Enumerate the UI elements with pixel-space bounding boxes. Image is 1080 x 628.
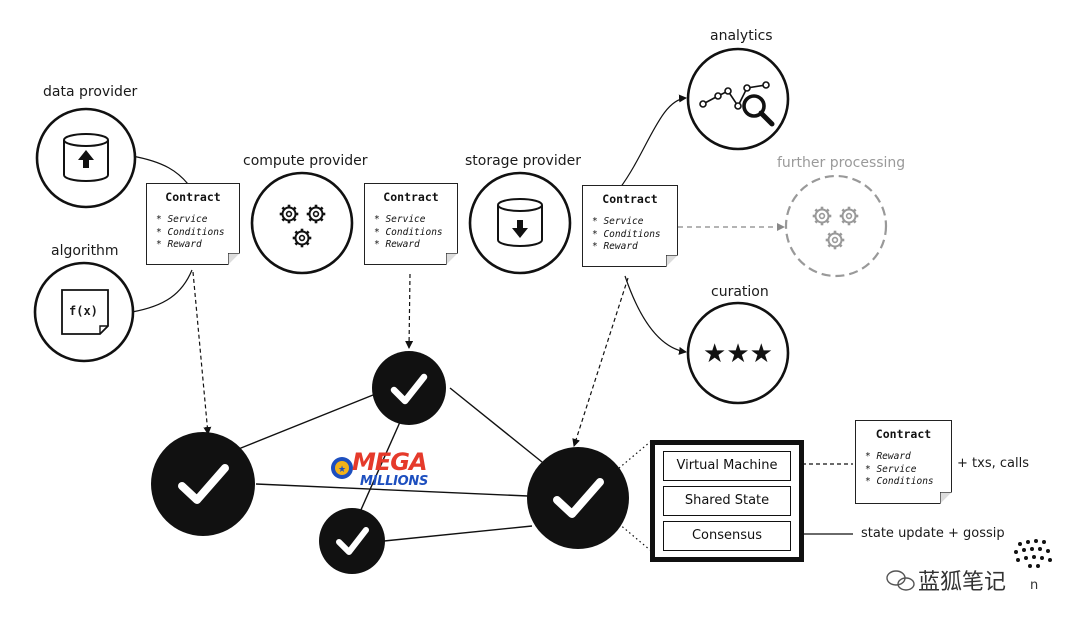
contract-title: Contract (383, 190, 439, 204)
edge-n2-n4 (449, 387, 543, 463)
function-document-icon (61, 289, 109, 335)
curation-label: curation (711, 284, 769, 300)
algorithm-node (33, 261, 135, 363)
page-fold-icon (228, 253, 240, 265)
mega-millions-logo: MEGA MILLIONS (330, 448, 442, 498)
connector-data-provider (131, 155, 189, 185)
page-fold-icon (940, 492, 952, 504)
curation-node: ★★★ (686, 301, 790, 405)
vm-stack: Virtual Machine Shared State Consensus (650, 440, 804, 562)
checkmark-icon (178, 464, 229, 504)
function-symbol: f(x) (69, 304, 98, 318)
storage-provider-label: storage provider (465, 153, 581, 169)
mega-millions-ball: ★ (331, 457, 353, 479)
analytics-node (686, 47, 790, 151)
algorithm-label: algorithm (51, 243, 119, 259)
contract-item: * Conditions (374, 226, 443, 238)
contract-item: * Service (865, 463, 917, 475)
connector-analytics (619, 94, 687, 189)
watermark-logo (1014, 539, 1052, 568)
contract-item: * Reward (374, 239, 420, 250)
logo-millions-text: MILLIONS (360, 474, 429, 489)
dash-contract1-node (192, 271, 212, 435)
contract-item: * Service (374, 214, 426, 225)
data-provider-label: data provider (43, 84, 138, 100)
download-cylinder-icon (497, 198, 543, 247)
txs-calls-label: + txs, calls (957, 456, 1029, 471)
edge-n2-n3 (359, 421, 401, 513)
page-fold-icon (666, 255, 678, 267)
chart-magnifier-icon (699, 81, 775, 127)
checkmark-icon (553, 478, 604, 518)
virtual-machine-layer: Virtual Machine (663, 451, 791, 481)
state-update-label: state update + gossip (861, 526, 1005, 541)
wechat-icon (886, 570, 915, 591)
dash-contract2-node (405, 273, 414, 349)
dash-contract3-node (572, 277, 629, 447)
contract-title: Contract (602, 192, 658, 206)
contract-item: * Reward (156, 239, 202, 250)
checkmark-icon (336, 527, 369, 555)
contract-item: * Reward (592, 241, 638, 252)
further-processing-node (784, 174, 888, 278)
contract-title: Contract (165, 190, 221, 204)
contract-card-4: Contract * Reward * Service * Conditions (855, 420, 952, 504)
page-fold-icon (446, 253, 458, 265)
compute-provider-node (250, 171, 354, 275)
edge-n1-n2 (235, 392, 379, 451)
svg-text:★: ★ (338, 465, 346, 475)
storage-provider-node (468, 171, 572, 275)
validator-node-top (372, 351, 446, 425)
network-edges (235, 387, 543, 542)
logo-mega-text: MEGA (352, 448, 428, 476)
further-processing-label: further processing (777, 155, 906, 171)
data-provider-node (35, 107, 137, 209)
contract-card-2: Contract * Service * Conditions * Reward (364, 183, 458, 265)
connector-algorithm (131, 269, 193, 313)
contract-item: * Conditions (156, 226, 225, 238)
contract-item: * Conditions (592, 228, 661, 240)
edge-n3-n4 (383, 525, 533, 542)
three-stars-icon: ★★★ (703, 339, 773, 369)
dot-node-vm-bottom (611, 517, 651, 551)
validator-node-bottom (319, 508, 385, 574)
watermark-text: 蓝狐笔记 (918, 570, 1007, 595)
edge-n1-n4 (255, 483, 529, 497)
validator-node-right (527, 447, 629, 549)
contract-item: * Service (592, 216, 644, 227)
compute-provider-label: compute provider (243, 153, 368, 169)
checkmark-icon (390, 373, 428, 405)
consensus-layer: Consensus (663, 521, 791, 551)
shared-state-layer: Shared State (663, 486, 791, 516)
contract-title: Contract (875, 427, 932, 441)
contract-item: * Service (156, 214, 208, 225)
contract-item: * Conditions (865, 476, 934, 487)
contract-card-1: Contract * Service * Conditions * Reward (146, 183, 240, 265)
validator-node-left (151, 432, 255, 536)
contract-card-3: Contract * Service * Conditions * Reward (582, 185, 678, 267)
watermark-suffix: n (1030, 578, 1039, 593)
upload-cylinder-icon (63, 133, 109, 182)
contract-item: * Reward (865, 451, 911, 462)
connector-curation (624, 275, 687, 355)
analytics-label: analytics (710, 28, 773, 44)
dot-node-vm-top (611, 441, 651, 475)
